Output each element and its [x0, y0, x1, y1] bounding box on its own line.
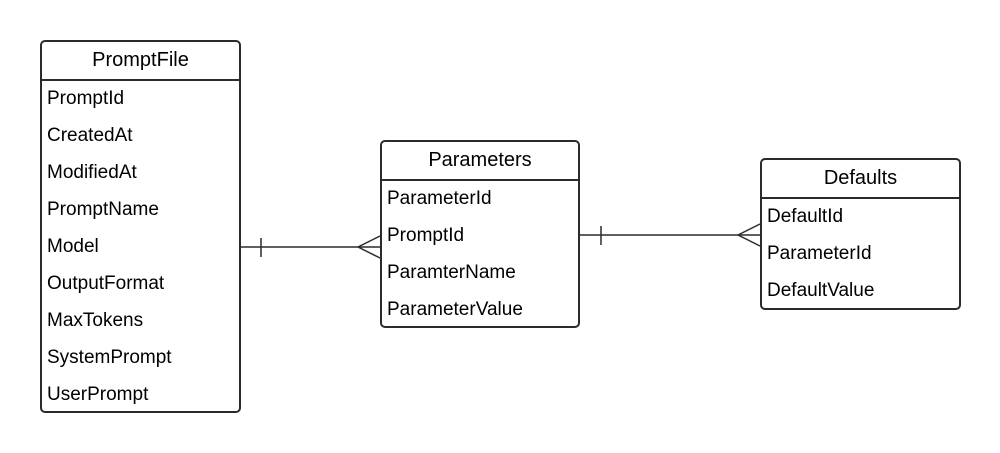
- entity-field-list: DefaultId ParameterId DefaultValue: [762, 199, 959, 308]
- entity-field: UserPrompt: [47, 384, 149, 405]
- entity-field: ParameterId: [767, 243, 872, 264]
- many-crowfoot-lower: [737, 234, 761, 247]
- entity-field-list: PromptId CreatedAt ModifiedAt PromptName…: [42, 81, 239, 411]
- entity-field: ParameterId: [387, 188, 492, 209]
- entity-field: PromptId: [47, 88, 125, 109]
- entity-field: Model: [47, 236, 99, 257]
- entity-defaults[interactable]: Defaults DefaultId ParameterId DefaultVa…: [760, 158, 961, 310]
- entity-title: Parameters: [382, 142, 578, 181]
- entity-field: ModifiedAt: [47, 162, 137, 183]
- entity-field: SystemPrompt: [47, 347, 172, 368]
- entity-promptfile[interactable]: PromptFile PromptId CreatedAt ModifiedAt…: [40, 40, 241, 413]
- entity-title: PromptFile: [42, 42, 239, 81]
- entity-field: DefaultId: [767, 206, 844, 227]
- entity-field-list: ParameterId PromptId ParamterName Parame…: [382, 181, 578, 326]
- entity-field: CreatedAt: [47, 125, 133, 146]
- entity-field: PromptName: [47, 199, 159, 220]
- relationship-promptfile-parameters: [241, 235, 381, 259]
- entity-parameters[interactable]: Parameters ParameterId PromptId Paramter…: [380, 140, 580, 328]
- many-crowfoot-upper: [737, 223, 761, 236]
- entity-field: ParameterValue: [387, 299, 523, 320]
- entity-field: ParamterName: [387, 262, 516, 283]
- entity-field: PromptId: [387, 225, 465, 246]
- many-crowfoot-lower: [357, 246, 381, 259]
- entity-field: OutputFormat: [47, 273, 165, 294]
- entity-field: MaxTokens: [47, 310, 144, 331]
- entity-field: DefaultValue: [767, 280, 875, 301]
- relationship-parameters-defaults: [580, 223, 761, 247]
- many-crowfoot-upper: [357, 235, 381, 248]
- entity-title: Defaults: [762, 160, 959, 199]
